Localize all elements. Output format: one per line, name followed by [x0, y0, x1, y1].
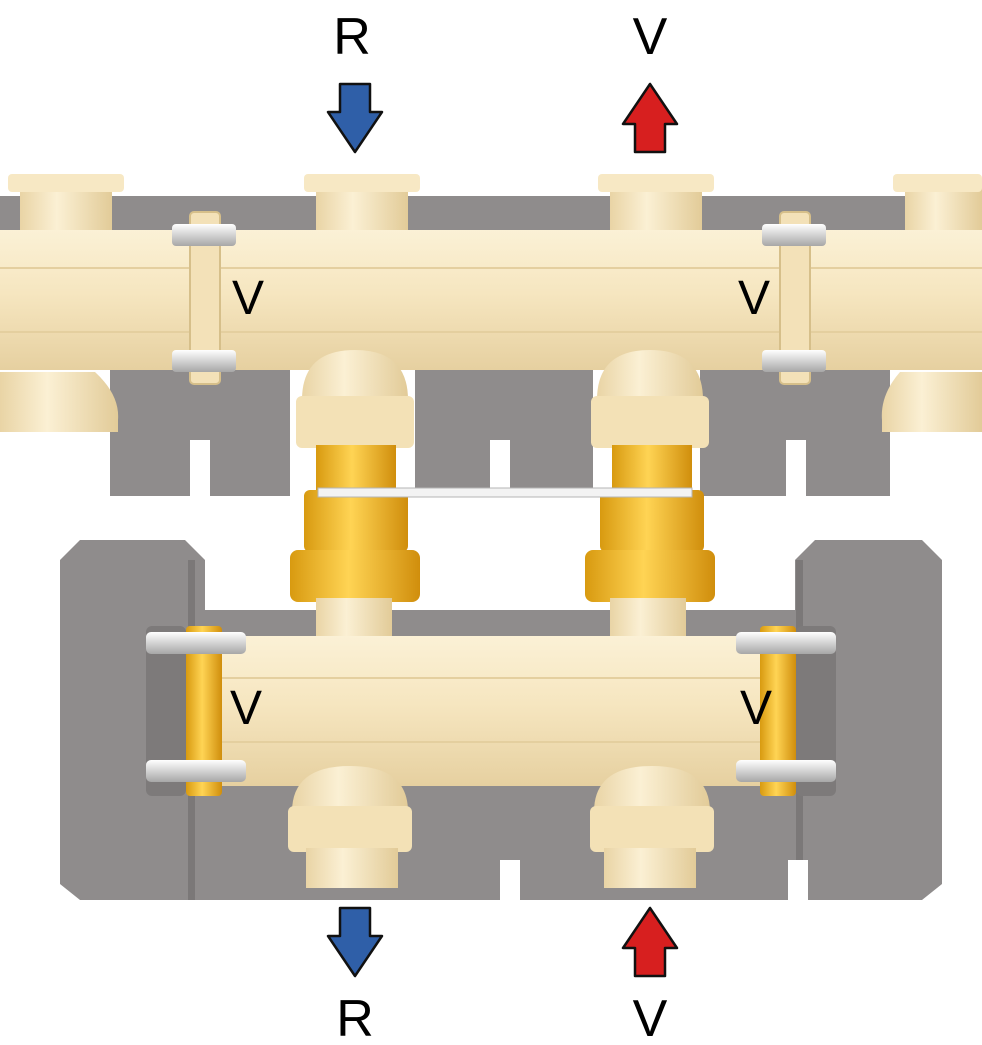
- upper-bracket: [0, 196, 982, 496]
- label-top-return: R: [333, 8, 371, 66]
- lower-right-flange: [736, 626, 836, 796]
- arrow-down-icon: [326, 906, 384, 978]
- label-upper-right: V: [738, 272, 770, 325]
- label-upper-left: V: [232, 272, 264, 325]
- label-lower-right: V: [740, 682, 772, 735]
- upper-bottom-nuts: [0, 350, 982, 448]
- connecting-rod: [317, 487, 693, 498]
- lower-manifold: [196, 598, 786, 888]
- lower-left-flange: [146, 626, 246, 796]
- right-brass-valve: [585, 445, 715, 602]
- label-bottom-return: R: [336, 990, 374, 1045]
- upper-manifold: [0, 174, 982, 448]
- label-lower-left: V: [230, 682, 262, 735]
- arrow-up-icon: [621, 906, 679, 978]
- upper-left-flange: [172, 211, 236, 385]
- left-brass-valve: [290, 445, 420, 602]
- upper-right-flange: [762, 211, 826, 385]
- label-bottom-flow: V: [633, 990, 668, 1045]
- arrow-down-icon: [326, 82, 384, 154]
- arrow-up-icon: [621, 82, 679, 154]
- upper-top-stubs: [8, 174, 982, 238]
- label-top-flow: V: [633, 8, 668, 66]
